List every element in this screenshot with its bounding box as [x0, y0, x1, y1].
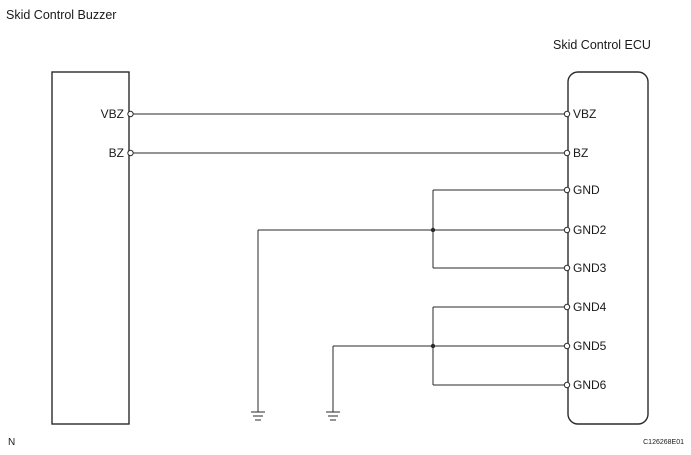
ground-symbol-icon	[251, 411, 265, 421]
buzzer-terminal-bz	[127, 149, 134, 157]
ecu-terminal-gnd6	[563, 381, 571, 389]
buzzer-pin-label: VBZ	[101, 107, 124, 121]
ecu-box	[567, 71, 649, 425]
ground-group-2	[332, 306, 564, 412]
corner-code: N	[8, 437, 15, 448]
ecu-pin-label: VBZ	[573, 107, 596, 121]
ecu-terminal-bz	[563, 149, 571, 157]
buzzer-box	[51, 71, 130, 425]
buzzer-pin-label: BZ	[109, 146, 124, 160]
ecu-terminal-gnd2	[563, 226, 571, 234]
ecu-pin-label: BZ	[573, 146, 588, 160]
ground-group-1	[257, 189, 564, 412]
ecu-terminal-gnd4	[563, 303, 571, 311]
ecu-pin-label: GND6	[573, 378, 607, 392]
ecu-terminal-gnd5	[563, 342, 571, 350]
ecu-title: Skid Control ECU	[553, 38, 651, 52]
ecu-pin-label: GND4	[573, 300, 607, 314]
ecu-terminal-gnd	[563, 186, 571, 194]
ecu-pin-label: GND	[573, 183, 600, 197]
splice-node	[430, 343, 436, 349]
ecu-pin-label: GND5	[573, 339, 607, 353]
ground-symbol-icon	[326, 411, 340, 421]
splice-node	[430, 227, 436, 233]
buzzer-terminal-vbz	[127, 110, 134, 118]
ecu-pin-label: GND2	[573, 223, 607, 237]
ecu-terminal-gnd3	[563, 264, 571, 272]
buzzer-title: Skid Control Buzzer	[6, 8, 116, 22]
ecu-pin-label: GND3	[573, 261, 607, 275]
figure-id: C126268E01	[643, 439, 684, 446]
ecu-terminal-vbz	[563, 110, 571, 118]
